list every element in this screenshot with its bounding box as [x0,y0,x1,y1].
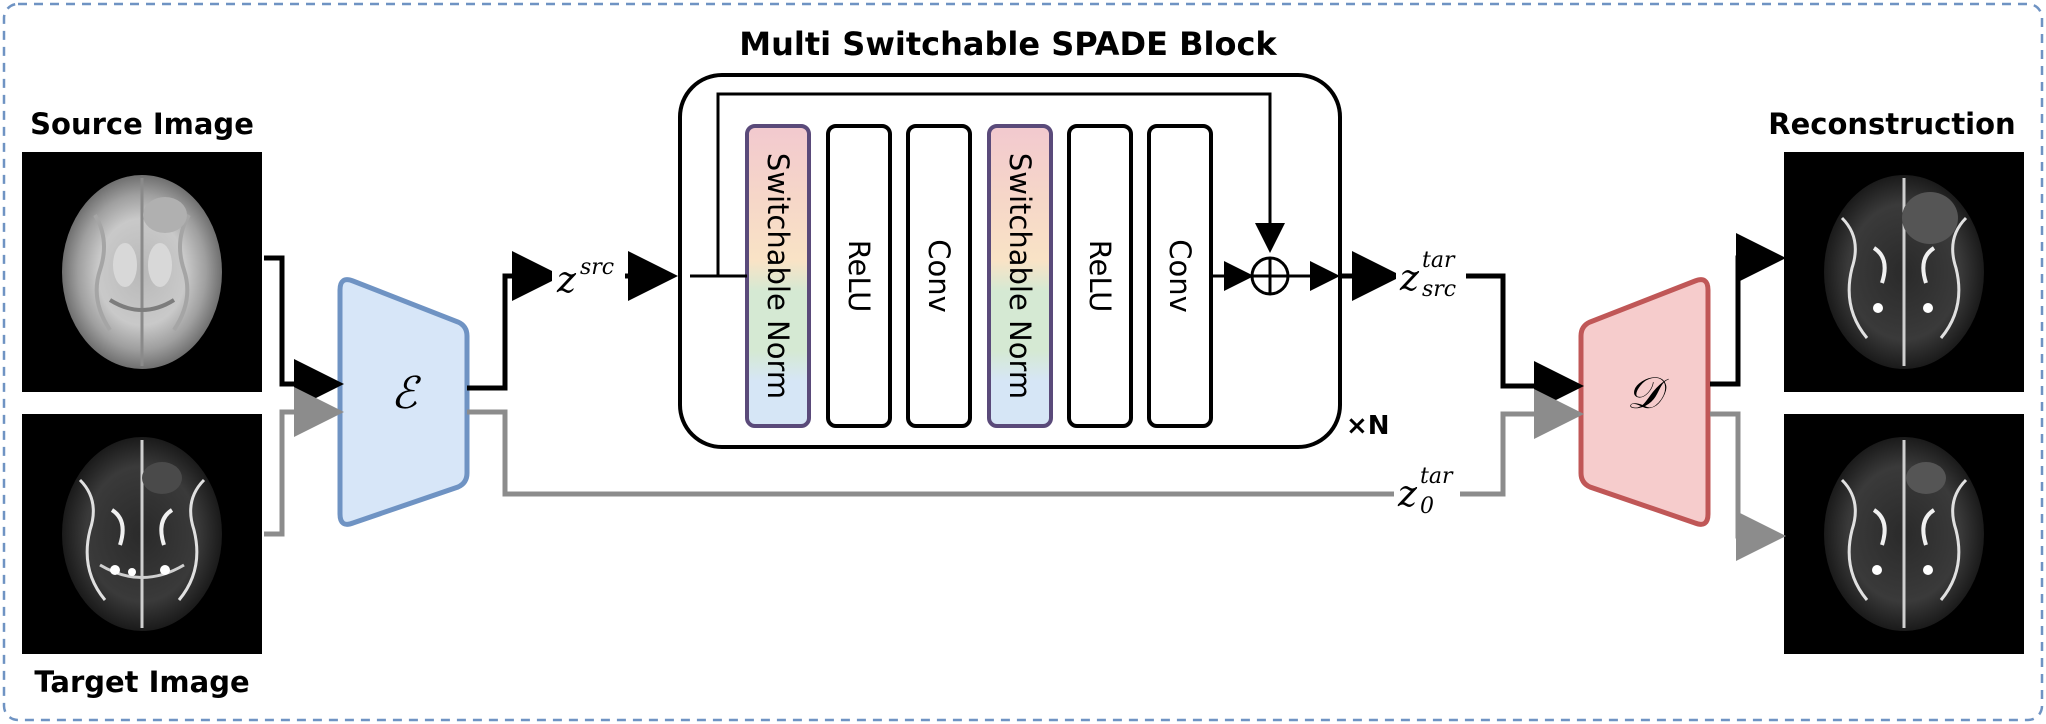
decoder-to-reconstruction-arrow [1710,233,1786,387]
svg-text:tar: tar [1422,248,1456,273]
source-mri-image [22,152,262,392]
block-switchable-norm-1: Switchable Norm [745,124,811,428]
decoder-to-target-copy-arrow [1710,411,1786,561]
target-copy-mri-image [1784,414,2024,654]
source-image-label: Source Image [30,107,254,141]
target-to-encoder-arrow [264,387,344,537]
encoder-symbol: ℰ [391,368,422,419]
svg-text:z: z [556,260,577,301]
block-relu-2: ReLU [1067,124,1133,428]
encoder-to-z0-tar-path [467,409,1394,497]
zsrc-tar-to-decoder-arrow [1466,273,1584,411]
block-label: ReLU [1083,240,1117,313]
svg-text:tar: tar [1420,464,1454,489]
add-operator-icon [1250,256,1290,296]
encoder-to-zsrc-arrow [467,251,562,391]
block-switchable-norm-2: Switchable Norm [987,124,1053,428]
target-image-label: Target Image [34,665,249,699]
svg-text:src: src [580,255,614,280]
z0-tar-to-decoder-arrow [1460,389,1584,497]
times-n-label: ×N [1346,411,1390,441]
z-0-tar-label: z tar 0 [1394,464,1460,524]
block-label: Conv [922,239,956,313]
z-src-label: z src [552,250,622,301]
decoder-shape [1578,277,1711,527]
block-label: Conv [1163,239,1197,313]
svg-text:z: z [1399,258,1420,299]
encoder-shape [337,277,470,527]
block-relu-1: ReLU [826,124,892,428]
svg-text:src: src [1422,277,1456,302]
block-label: Switchable Norm [761,153,795,399]
z-src-tar-label: z tar src [1396,240,1466,308]
reconstruction-mri-image [1784,152,2024,392]
block-label: ReLU [842,240,876,313]
block-conv-2: Conv [1147,124,1213,428]
svg-text:0: 0 [1420,494,1434,519]
block-title: Multi Switchable SPADE Block [739,25,1277,63]
block-label: Switchable Norm [1003,153,1037,399]
source-to-encoder-arrow [264,255,344,409]
target-mri-image [22,414,262,654]
skip-connection [716,92,1285,276]
block-conv-1: Conv [906,124,972,428]
reconstruction-label: Reconstruction [1768,107,2015,141]
svg-text:z: z [1397,474,1418,515]
